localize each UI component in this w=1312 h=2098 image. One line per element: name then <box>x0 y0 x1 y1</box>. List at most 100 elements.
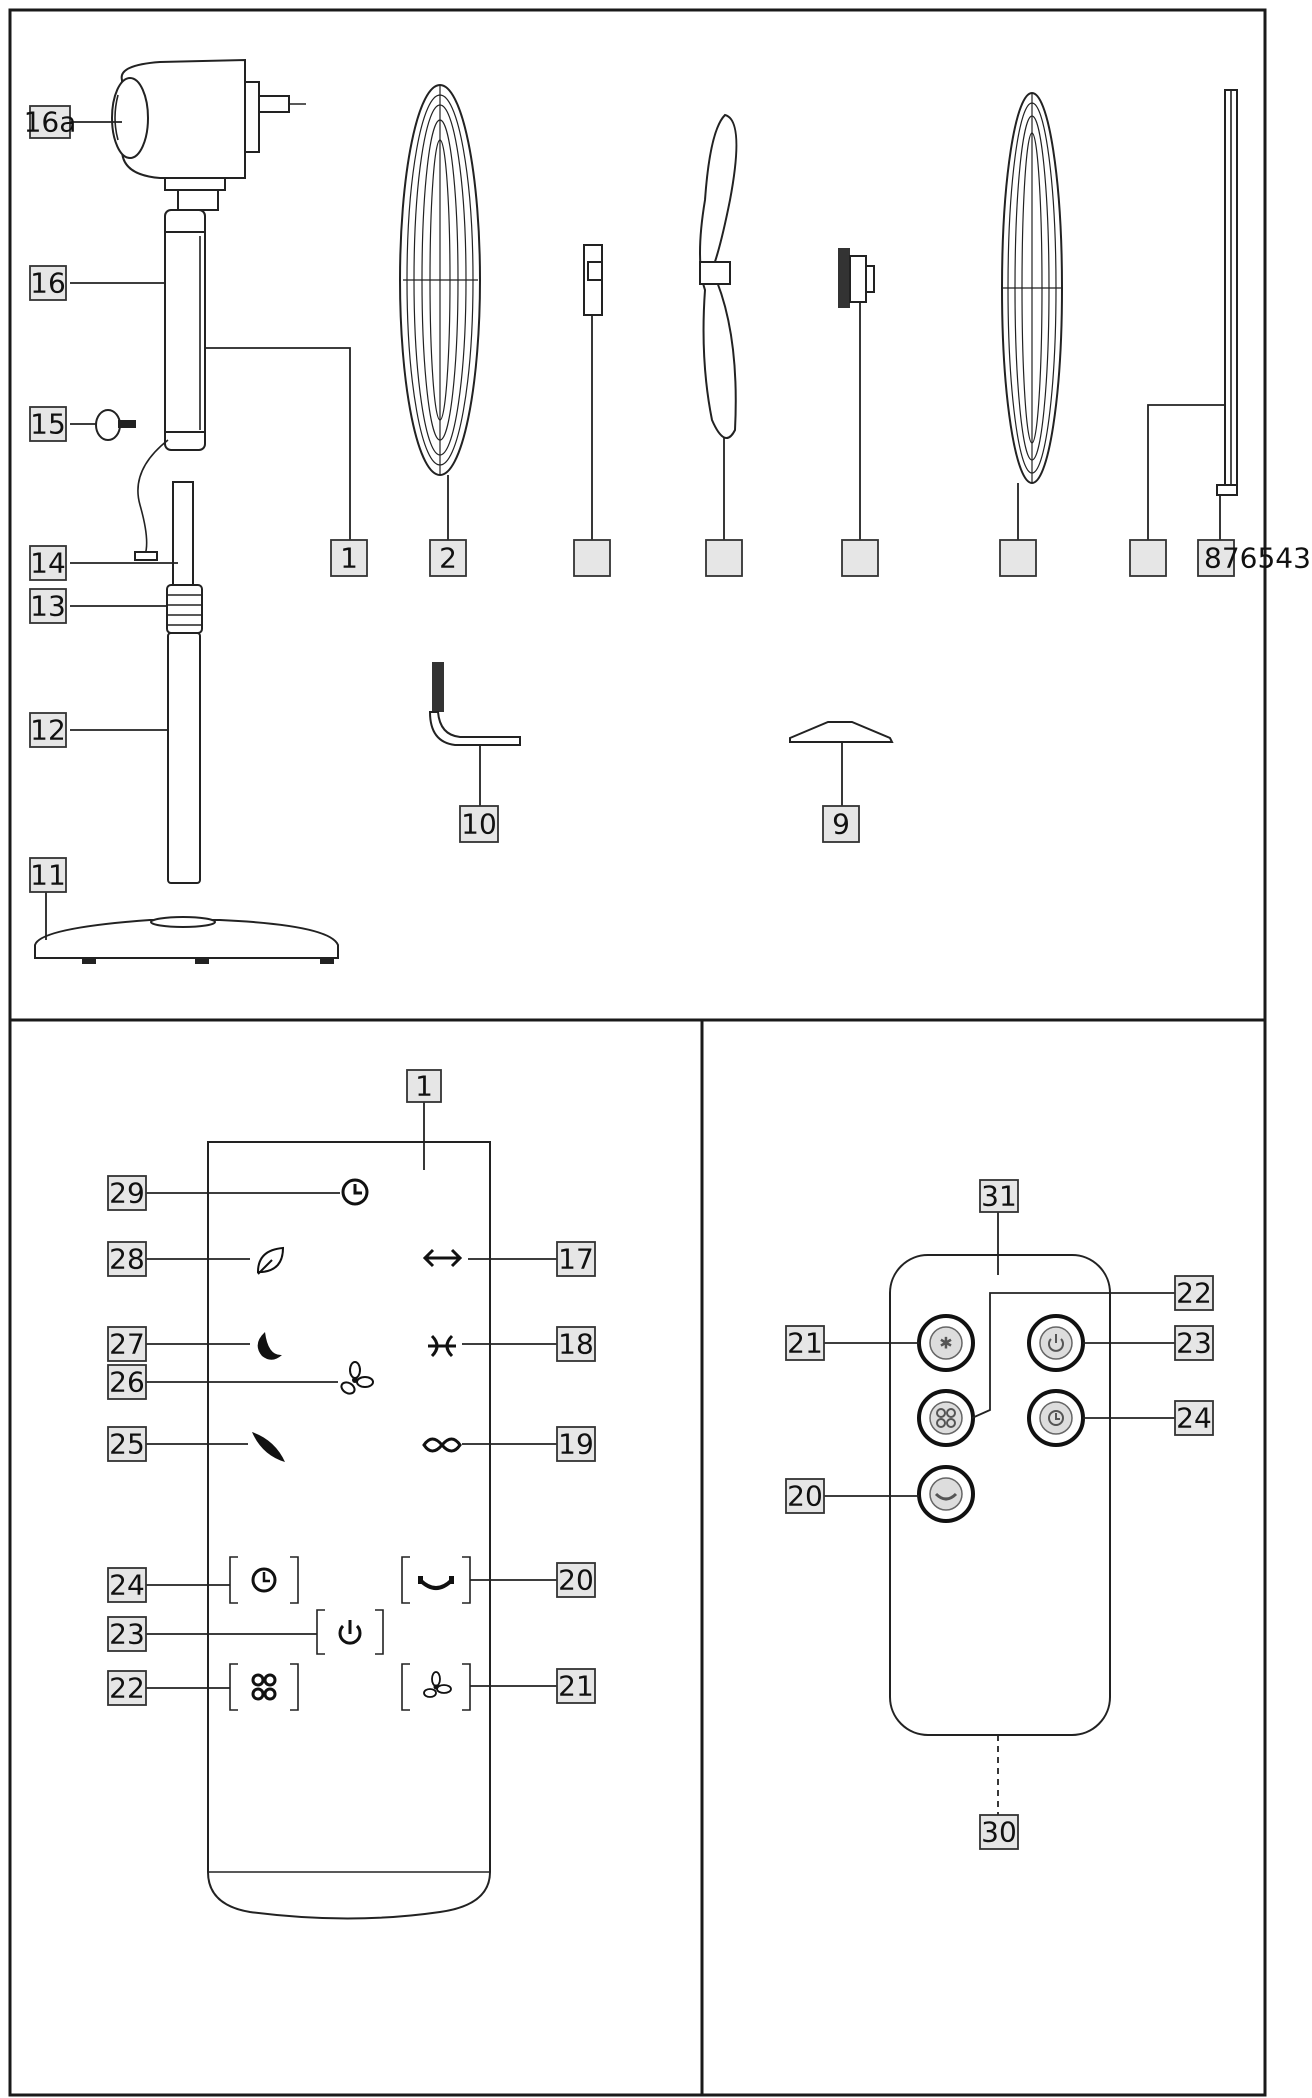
bracket-screw <box>428 662 521 746</box>
lower-pole <box>167 632 201 884</box>
remote-callout-1: 1 <box>406 1069 442 1103</box>
remote-small-leaders <box>824 1212 1175 1815</box>
clock-icon <box>341 1178 369 1206</box>
remote-callout-22: 22 <box>107 1670 147 1706</box>
svg-text:24: 24 <box>109 1569 145 1602</box>
leader-lines <box>45 121 1225 940</box>
small-power-button[interactable] <box>1027 1314 1085 1372</box>
remote-callout-21: 21 <box>556 1668 596 1704</box>
small-swing-button[interactable] <box>917 1465 975 1523</box>
upper-housing <box>134 209 206 561</box>
remote-large-body <box>207 1141 491 1920</box>
spinner <box>838 248 875 308</box>
vertical-arrows-icon <box>428 1334 456 1358</box>
svg-text:11: 11 <box>30 859 66 892</box>
remote-callout-27: 27 <box>107 1326 147 1362</box>
remote-callout-23: 23 <box>107 1616 147 1652</box>
callout-1: 1 <box>330 539 368 577</box>
svg-text:2: 2 <box>439 542 457 575</box>
svg-text:22: 22 <box>109 1672 145 1705</box>
inner-pole <box>172 481 194 588</box>
svg-text:17: 17 <box>558 1243 594 1276</box>
motor-head <box>111 58 306 211</box>
base <box>34 916 339 964</box>
power-button[interactable] <box>316 1609 384 1655</box>
svg-text:29: 29 <box>109 1177 145 1210</box>
svg-text:28: 28 <box>109 1243 145 1276</box>
svg-text:21: 21 <box>558 1670 594 1703</box>
leaf-outline-icon <box>256 1246 285 1275</box>
knob <box>95 409 136 441</box>
remote-small-body <box>889 1254 1111 1736</box>
remote-callout-24: 24 <box>107 1567 147 1603</box>
svg-text:20: 20 <box>558 1564 594 1597</box>
infinity-icon <box>422 1437 462 1453</box>
small-callout-30: 30 <box>979 1814 1019 1850</box>
svg-text:24: 24 <box>1176 1402 1212 1435</box>
small-callout-23: 23 <box>1174 1325 1214 1361</box>
feather-icon <box>252 1432 285 1462</box>
remote-callout-17: 17 <box>556 1241 596 1277</box>
small-callout-21: 21 <box>785 1325 825 1361</box>
remote-callout-26: 26 <box>107 1364 147 1400</box>
small-mode-button[interactable] <box>917 1389 975 1447</box>
svg-text:31: 31 <box>981 1180 1017 1213</box>
height-lock-ring <box>166 584 203 634</box>
moon-icon <box>257 1332 282 1360</box>
callout-4 <box>705 539 743 577</box>
callout-8: 876543 <box>1197 539 1311 577</box>
callout-2: 2 <box>429 539 467 577</box>
svg-text:30: 30 <box>981 1816 1017 1849</box>
remote-callout-29: 29 <box>107 1175 147 1211</box>
callout-10: 10 <box>459 805 499 843</box>
callout-6 <box>999 539 1037 577</box>
svg-text:20: 20 <box>787 1480 823 1513</box>
callout-9: 9 <box>822 805 860 843</box>
svg-text:27: 27 <box>109 1328 145 1361</box>
svg-text:14: 14 <box>30 547 66 580</box>
fan-blade <box>699 113 738 439</box>
remote-small-panel <box>700 1018 1267 2097</box>
svg-text:18: 18 <box>558 1328 594 1361</box>
remote-callout-25: 25 <box>107 1426 147 1462</box>
svg-text:26: 26 <box>109 1366 145 1399</box>
callout-7 <box>1129 539 1167 577</box>
remote-callout-28: 28 <box>107 1241 147 1277</box>
remote-large-leaders <box>146 1100 557 1689</box>
svg-text:16: 16 <box>30 267 66 300</box>
callout-16: 16 <box>29 265 67 301</box>
callout-16a: 16a <box>24 105 77 139</box>
svg-text:✱: ✱ <box>939 1334 952 1353</box>
callout-14: 14 <box>29 545 67 581</box>
base-plate <box>789 721 894 743</box>
remote-callout-20: 20 <box>556 1562 596 1598</box>
fan-icon <box>340 1361 374 1395</box>
svg-text:876543: 876543 <box>1204 542 1311 575</box>
callout-12: 12 <box>29 712 67 748</box>
svg-text:22: 22 <box>1176 1277 1212 1310</box>
callout-15: 15 <box>29 406 67 442</box>
speed-button[interactable] <box>401 1663 471 1711</box>
callout-3 <box>573 539 611 577</box>
svg-text:13: 13 <box>30 590 66 623</box>
svg-text:16a: 16a <box>24 106 77 139</box>
svg-text:23: 23 <box>109 1618 145 1651</box>
svg-text:1: 1 <box>415 1070 433 1103</box>
timer-button[interactable] <box>229 1556 299 1604</box>
mode-button[interactable] <box>229 1663 299 1711</box>
svg-text:21: 21 <box>787 1327 823 1360</box>
grill-clip-rod <box>1216 89 1238 496</box>
small-callout-24: 24 <box>1174 1400 1214 1436</box>
small-callout-22: 22 <box>1174 1275 1214 1311</box>
remote-callout-19: 19 <box>556 1426 596 1462</box>
small-timer-button[interactable] <box>1027 1389 1085 1447</box>
remote-callout-18: 18 <box>556 1326 596 1362</box>
rear-grill <box>399 84 481 476</box>
small-callout-31: 31 <box>979 1179 1019 1213</box>
callout-11: 11 <box>29 857 67 893</box>
small-speed-button[interactable]: ✱ <box>917 1314 975 1372</box>
svg-text:19: 19 <box>558 1428 594 1461</box>
callout-13: 13 <box>29 588 67 624</box>
callout-5 <box>841 539 879 577</box>
